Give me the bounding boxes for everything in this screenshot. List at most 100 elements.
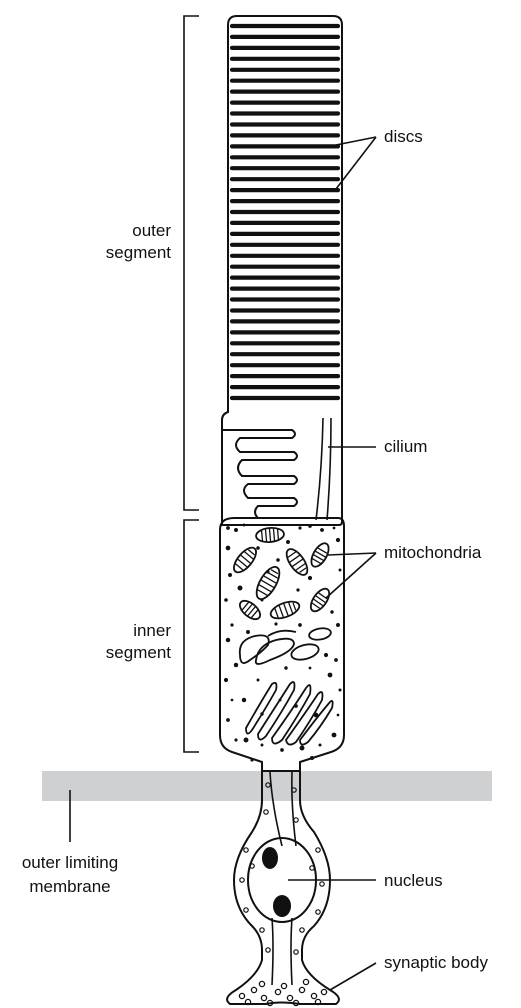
mitochondrion — [230, 544, 260, 576]
granule — [284, 666, 287, 669]
cilium-right-line — [327, 418, 331, 520]
granule — [300, 746, 305, 751]
granule — [314, 713, 319, 718]
granule — [228, 573, 232, 577]
granule — [332, 733, 337, 738]
synaptic-vesicle — [261, 995, 266, 1000]
granule — [231, 699, 234, 702]
granule — [244, 848, 248, 852]
mitochondrion — [283, 546, 312, 579]
outer-segment-label-line2: segment — [106, 243, 171, 262]
synaptic-vesicle — [275, 989, 280, 994]
inner-segment-label-line2: segment — [106, 643, 171, 662]
granule — [309, 667, 312, 670]
outer-limiting-membrane-band — [42, 771, 492, 801]
granule — [226, 718, 230, 722]
synaptic-vesicle — [299, 987, 304, 992]
granule — [310, 866, 314, 870]
granule — [316, 910, 320, 914]
granule — [294, 818, 298, 822]
granule — [308, 576, 312, 580]
granule — [261, 599, 264, 602]
granule — [240, 878, 244, 882]
outer-limiting-membrane-label-line1: outer limiting — [22, 853, 118, 872]
mitochondrion — [237, 597, 264, 622]
synaptic-vesicle — [281, 983, 286, 988]
granule — [242, 698, 246, 702]
mitochondria-leader-upper — [328, 553, 376, 555]
granule — [324, 653, 328, 657]
granule — [286, 540, 290, 544]
nucleolus — [274, 896, 290, 916]
granule — [333, 527, 336, 530]
granule — [226, 638, 230, 642]
granule — [336, 538, 340, 542]
granule — [230, 623, 233, 626]
granule — [294, 704, 298, 708]
synaptic-vesicle — [303, 979, 308, 984]
granule — [257, 679, 260, 682]
granule — [256, 546, 260, 550]
discs-label: discs — [384, 127, 423, 146]
cilium-left-line — [316, 418, 323, 520]
mitochondria-label: mitochondria — [384, 543, 482, 562]
inner-segment-granules — [224, 524, 342, 762]
granule — [238, 586, 243, 591]
mitochondrion — [252, 563, 284, 602]
granule — [294, 950, 298, 954]
granule — [246, 630, 250, 634]
outer-segment-label-line1: outer — [132, 221, 171, 240]
brackets — [70, 16, 199, 842]
axon-fibre — [272, 918, 273, 985]
granule — [266, 948, 270, 952]
inner-segment — [220, 518, 344, 771]
granule — [250, 758, 253, 761]
synaptic-body-leader — [330, 963, 376, 990]
granule — [279, 699, 282, 702]
mitochondria-group — [230, 527, 333, 623]
granule — [310, 756, 314, 760]
nucleolus — [263, 848, 277, 868]
granule — [226, 526, 230, 530]
granule — [298, 623, 302, 627]
disc-stack — [232, 26, 338, 398]
granule — [226, 546, 231, 551]
er-tubules — [246, 682, 333, 745]
golgi-loops — [240, 627, 332, 664]
granule — [330, 610, 333, 613]
granule — [320, 528, 324, 532]
cell-body — [227, 771, 339, 1006]
synaptic-vesicle — [311, 993, 316, 998]
granule — [244, 738, 249, 743]
granule — [234, 663, 238, 667]
synaptic-body-label: synaptic body — [384, 953, 488, 972]
synaptic-vesicle — [259, 981, 264, 986]
nucleus-label: nucleus — [384, 871, 443, 890]
mitochondrion — [255, 527, 284, 543]
granule — [339, 569, 342, 572]
granule — [234, 738, 237, 741]
granule — [337, 714, 340, 717]
granule — [244, 908, 248, 912]
granule — [274, 622, 277, 625]
inner-segment-label-line1: inner — [133, 621, 171, 640]
granule — [264, 810, 268, 814]
cell-body-outline — [227, 771, 339, 1004]
granule — [318, 743, 321, 746]
granule — [308, 524, 312, 528]
granule — [280, 748, 284, 752]
granule — [336, 623, 340, 627]
synaptic-vesicle — [239, 993, 244, 998]
granule — [296, 588, 299, 591]
granule — [320, 882, 324, 886]
mitochondria-leader-lower — [326, 553, 376, 598]
granule — [260, 928, 264, 932]
outer-segment — [222, 16, 342, 525]
granule — [338, 688, 341, 691]
granule — [316, 848, 320, 852]
synaptic-vesicle — [287, 995, 292, 1000]
granule — [266, 570, 269, 573]
inner-segment-bracket — [184, 520, 199, 752]
granule — [298, 526, 301, 529]
